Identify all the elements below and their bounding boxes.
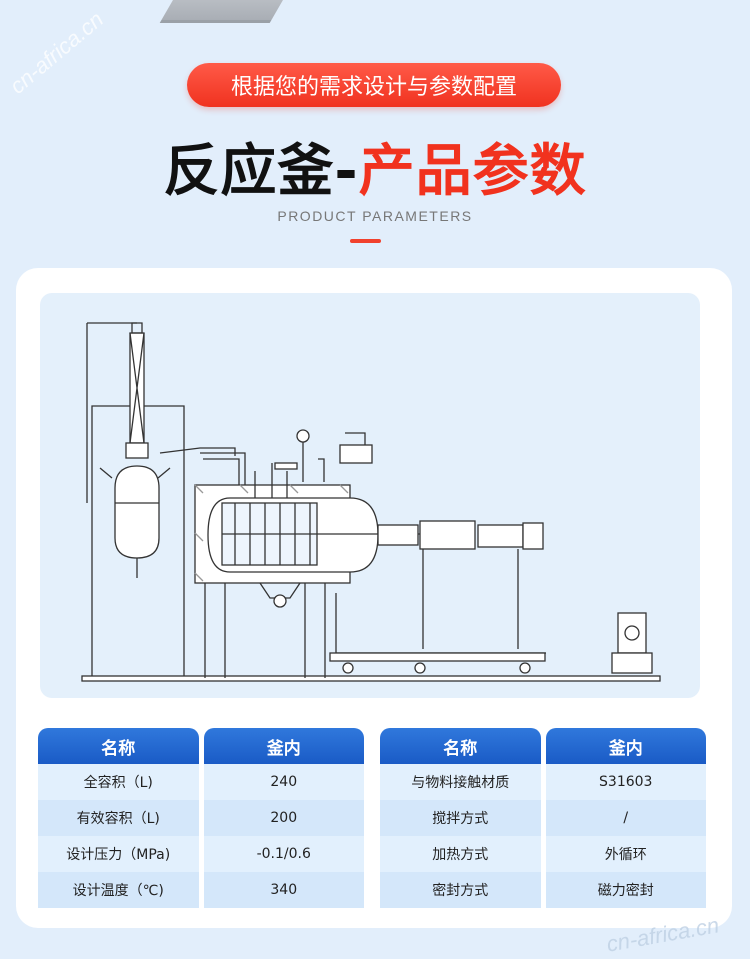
page-title: 反应釜-产品参数 xyxy=(0,126,750,207)
param-name: 搅拌方式 xyxy=(380,800,541,836)
table-row: 设计温度（℃)340 xyxy=(38,872,364,908)
table-row: 有效容积（L)200 xyxy=(38,800,364,836)
header-value: 釜内 xyxy=(545,728,706,764)
param-value: 磁力密封 xyxy=(545,872,706,908)
param-name: 与物料接触材质 xyxy=(380,764,541,800)
table-row: 设计压力（MPa)-0.1/0.6 xyxy=(38,836,364,872)
requirement-badge: 根据您的需求设计与参数配置 xyxy=(187,63,561,107)
param-value: S31603 xyxy=(545,764,706,800)
title-product: 反应釜- xyxy=(163,139,359,204)
param-name: 设计温度（℃) xyxy=(38,872,199,908)
table-row: 加热方式外循环 xyxy=(380,836,706,872)
param-name: 加热方式 xyxy=(380,836,541,872)
params-table-left: 名称 釜内 全容积（L)240 有效容积（L)200 设计压力（MPa)-0.1… xyxy=(38,728,364,908)
header-name: 名称 xyxy=(380,728,541,764)
table-row: 搅拌方式/ xyxy=(380,800,706,836)
param-name: 有效容积（L) xyxy=(38,800,199,836)
reactor-diagram xyxy=(40,293,700,698)
table-header: 名称 釜内 xyxy=(38,728,364,764)
param-value: 340 xyxy=(203,872,364,908)
param-name: 密封方式 xyxy=(380,872,541,908)
param-value: 200 xyxy=(203,800,364,836)
param-name: 设计压力（MPa) xyxy=(38,836,199,872)
product-image-fragment xyxy=(159,0,301,23)
param-value: 240 xyxy=(203,764,364,800)
page-subtitle: PRODUCT PARAMETERS xyxy=(277,208,473,224)
badge-text: 根据您的需求设计与参数配置 xyxy=(230,75,517,100)
param-value: / xyxy=(545,800,706,836)
param-value: 外循环 xyxy=(545,836,706,872)
title-divider xyxy=(350,239,381,243)
title-params: 产品参数 xyxy=(358,139,587,204)
header-value: 釜内 xyxy=(203,728,364,764)
table-row: 密封方式磁力密封 xyxy=(380,872,706,908)
header-name: 名称 xyxy=(38,728,199,764)
param-name: 全容积（L) xyxy=(38,764,199,800)
param-value: -0.1/0.6 xyxy=(203,836,364,872)
watermark: cn-africa.cn xyxy=(4,6,109,99)
table-row: 全容积（L)240 xyxy=(38,764,364,800)
table-header: 名称 釜内 xyxy=(380,728,706,764)
